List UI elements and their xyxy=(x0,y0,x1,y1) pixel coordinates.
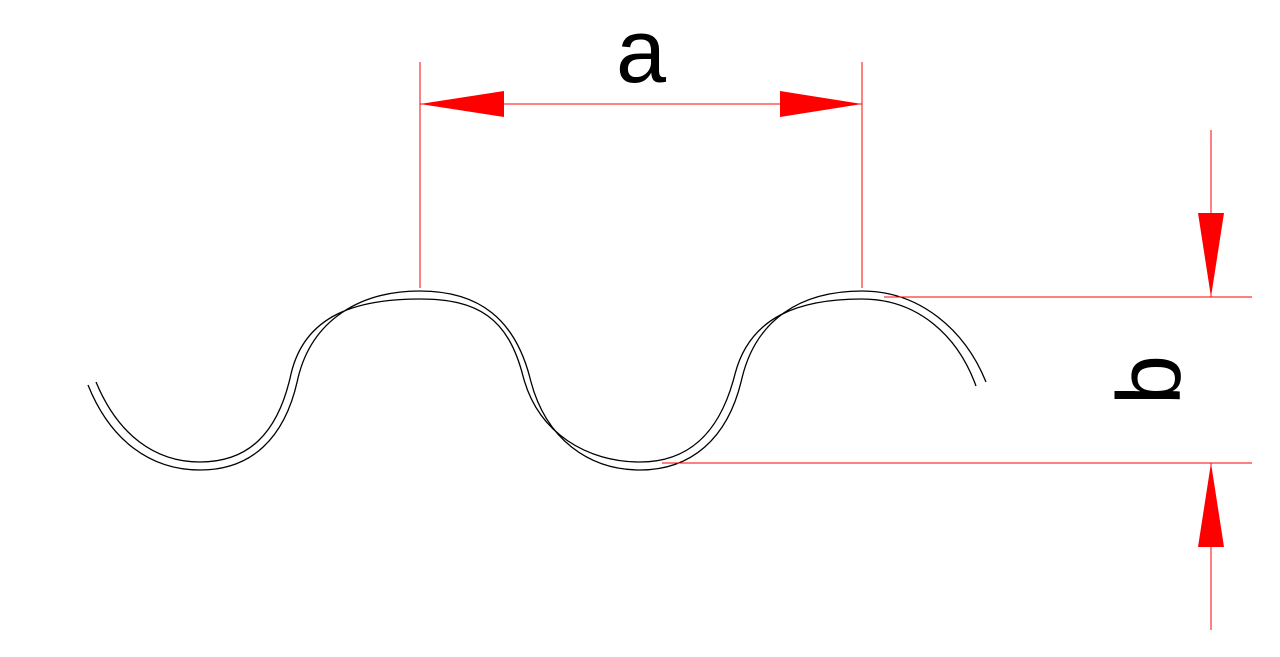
height-arrow-top xyxy=(1198,213,1224,297)
profile-inner-edge xyxy=(95,298,977,463)
profile-outer-edge xyxy=(87,290,987,471)
corrugated-profile xyxy=(87,290,987,471)
height-arrow-bottom xyxy=(1198,463,1224,547)
pitch-arrow-left xyxy=(420,91,504,117)
height-label: b xyxy=(1100,355,1200,405)
pitch-arrow-right xyxy=(780,91,862,117)
pitch-label: a xyxy=(616,2,667,102)
